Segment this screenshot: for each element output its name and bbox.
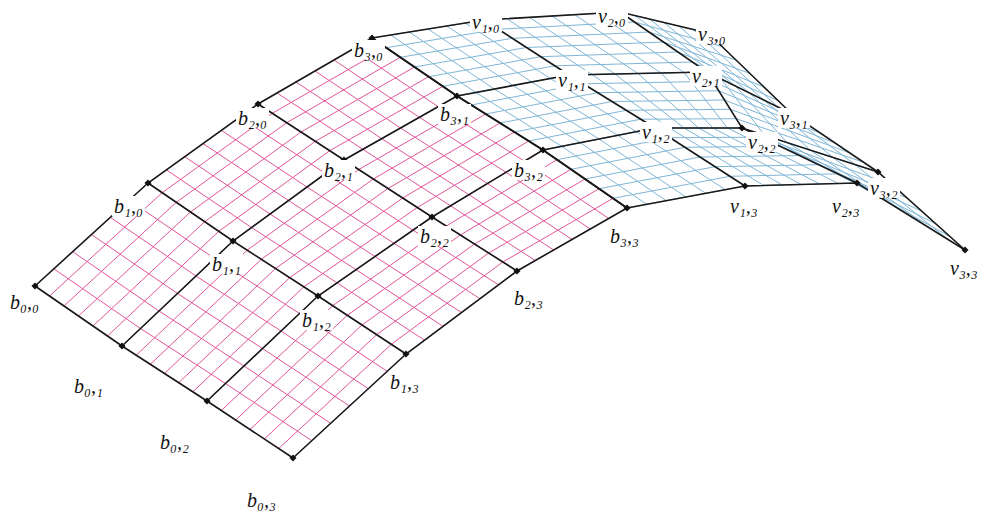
control-point-label: b₂,₃	[512, 288, 545, 308]
control-point	[31, 282, 38, 289]
control-point	[961, 246, 968, 253]
control-point-label: b₁,₁	[210, 254, 243, 274]
control-point-label: b₂,₂	[418, 226, 451, 246]
control-point	[314, 292, 321, 299]
control-point-label: v₃,₂	[868, 178, 900, 198]
control-point-label: b₁,₃	[388, 372, 421, 392]
control-point-label: v₁,₀	[470, 12, 502, 32]
control-point-label: b₁,₂	[300, 310, 333, 330]
control-point-label: v₁,₁	[556, 70, 588, 90]
control-point	[118, 342, 125, 349]
parameter-curve	[708, 33, 965, 250]
control-point	[289, 454, 296, 461]
control-point-label: b₃,₁	[438, 104, 471, 124]
control-point	[623, 204, 630, 211]
control-point-label: v₃,₁	[778, 108, 810, 128]
control-point-label: v₁,₂	[640, 122, 672, 142]
control-point-label: v₂,₁	[690, 66, 722, 86]
control-point-label: b₀,₂	[158, 432, 191, 452]
parameter-curve	[122, 96, 457, 346]
parameter-curve	[207, 150, 543, 401]
parameter-curve	[627, 183, 965, 250]
control-point	[203, 397, 210, 404]
control-point-label: b₂,₁	[322, 160, 355, 180]
control-point-label: v₃,₀	[696, 24, 728, 44]
control-point	[741, 182, 748, 189]
control-point-label: v₂,₂	[746, 132, 778, 152]
control-point-label: b₂,₀	[236, 108, 269, 128]
control-point-label: v₃,₃	[948, 258, 980, 278]
control-point-label: v₂,₀	[596, 6, 628, 26]
parameter-curve	[372, 12, 708, 38]
control-point-label: b₀,₃	[245, 490, 278, 510]
blue-patch-mesh	[372, 12, 965, 250]
control-point-label: b₃,₂	[512, 160, 545, 180]
parameter-curve	[258, 104, 517, 271]
parameter-curve	[457, 72, 792, 114]
control-point	[402, 350, 409, 357]
parameter-curve	[35, 38, 372, 286]
parameter-curve	[620, 12, 857, 183]
parameter-curve	[35, 286, 293, 458]
control-point	[513, 267, 520, 274]
control-point	[453, 92, 460, 99]
control-point-label: b₀,₀	[8, 292, 41, 312]
control-point-label: b₀,₁	[72, 376, 105, 396]
parameter-curve	[484, 20, 745, 186]
control-point-label: v₁,₃	[728, 196, 760, 216]
parameter-curve	[543, 128, 878, 172]
parameter-curve	[293, 208, 627, 458]
control-point-label: v₂,₃	[830, 196, 862, 216]
control-point-label: b₁,₀	[112, 196, 145, 216]
control-point	[428, 213, 435, 220]
control-point-label: b₃,₀	[352, 40, 385, 60]
control-point	[229, 237, 236, 244]
control-point	[853, 179, 860, 186]
control-point	[144, 179, 151, 186]
control-point	[254, 100, 261, 107]
control-point-label: b₃,₃	[608, 226, 641, 246]
control-point	[539, 146, 546, 153]
control-point	[738, 124, 745, 131]
control-point	[874, 168, 881, 175]
parameter-curve	[372, 38, 627, 208]
